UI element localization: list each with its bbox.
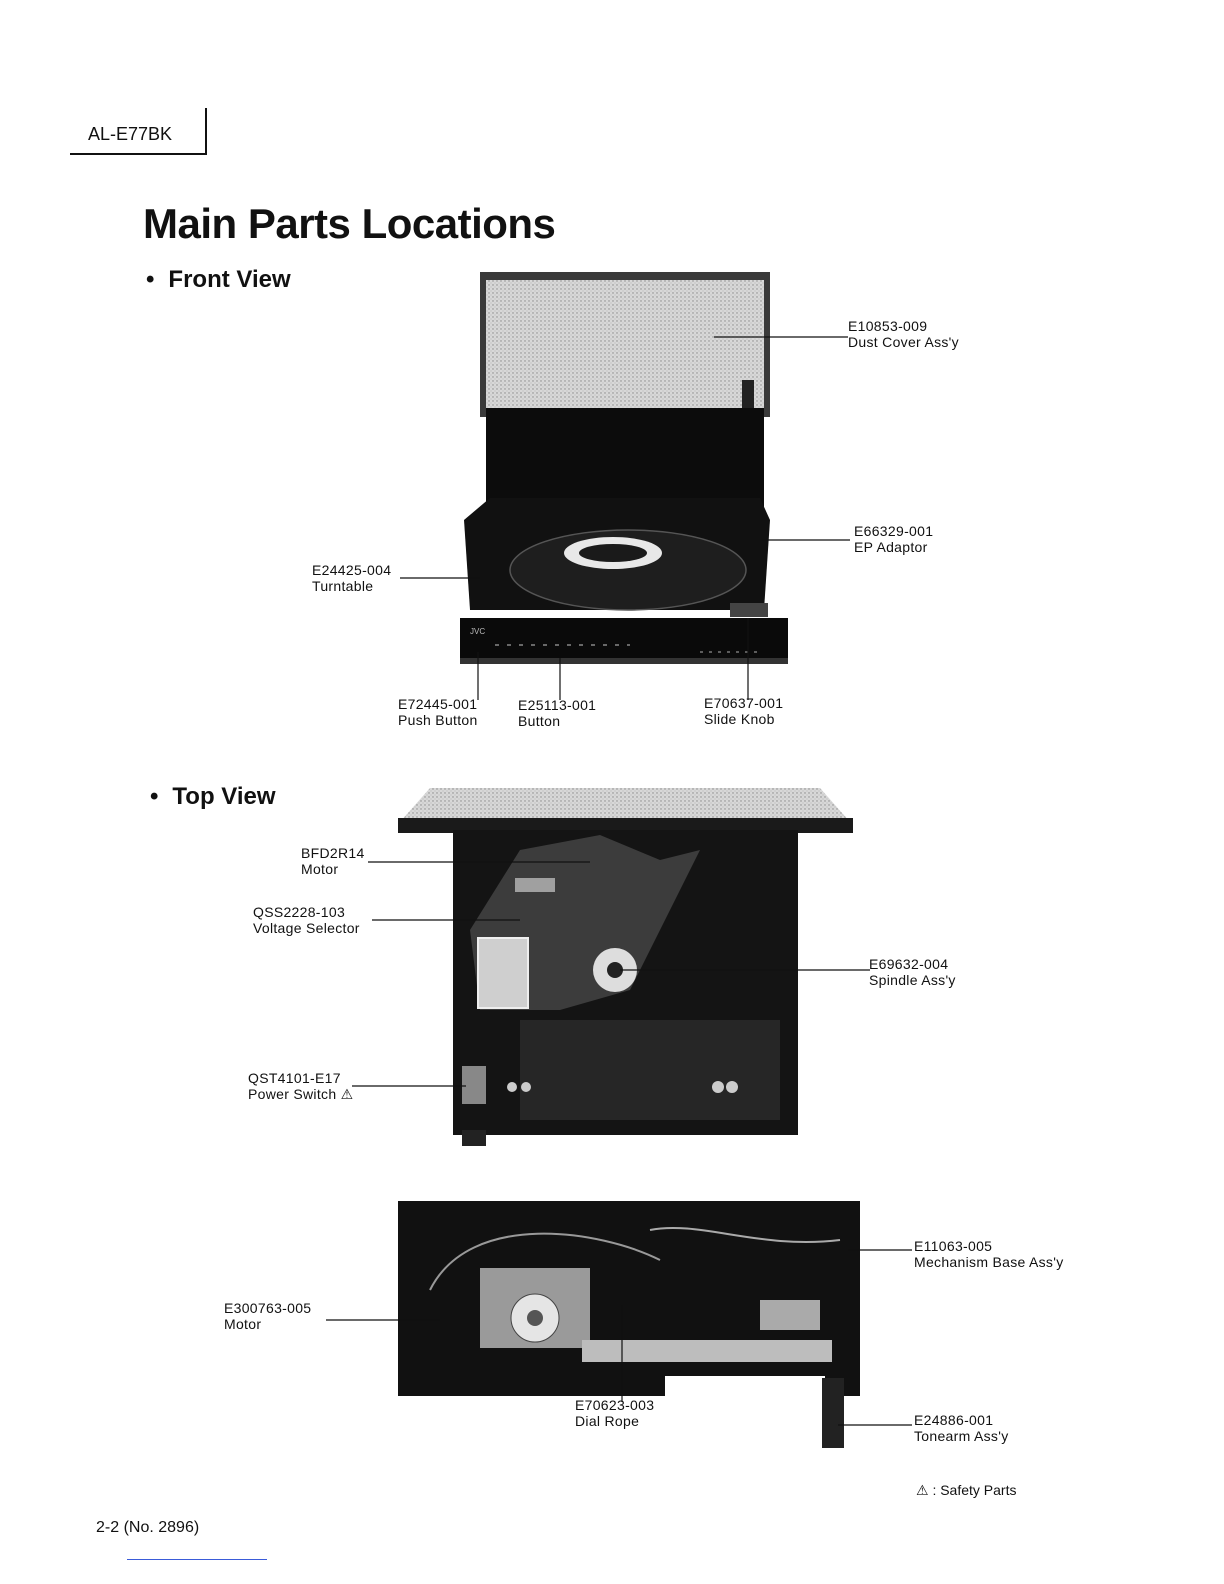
front-view-illustration	[460, 272, 788, 664]
bullet-icon: •	[146, 266, 155, 293]
part-name: Motor	[224, 1316, 262, 1332]
label-power-switch: QST4101-E17 Power Switch ⚠	[248, 1070, 353, 1102]
label-tonearm: E24886-001 Tonearm Ass'y	[914, 1412, 1009, 1444]
header-rule-vertical	[205, 108, 207, 154]
top-view-rail	[398, 818, 853, 833]
label-mech-motor: E300763-005 Motor	[224, 1300, 311, 1332]
part-code: E70637-001	[704, 695, 784, 711]
front-leader-lines	[400, 336, 850, 700]
platter-center	[579, 544, 647, 562]
model-number: AL-E77BK	[88, 124, 173, 144]
page-number: 2-2 (No. 2896)	[96, 1519, 200, 1536]
part-name: Turntable	[312, 578, 374, 594]
label-mechanism-base: E11063-005 Mechanism Base Ass'y	[914, 1238, 1064, 1270]
part-name: Voltage Selector	[253, 920, 360, 936]
part-name: Mechanism Base Ass'y	[914, 1254, 1064, 1270]
label-dust-cover: E10853-009 Dust Cover Ass'y	[848, 318, 959, 350]
part-code: E24425-004	[312, 562, 392, 578]
part-name: Push Button	[398, 712, 478, 728]
part-code: E300763-005	[224, 1300, 312, 1316]
section-front-title: Front View	[168, 266, 291, 293]
part-code: E72445-001	[398, 696, 478, 712]
dial-scale	[582, 1340, 832, 1362]
label-top-motor: BFD2R14 Motor	[301, 845, 365, 877]
part-name: Dial Rope	[575, 1413, 640, 1429]
dust-cover-panel	[486, 280, 764, 408]
part-code: E69632-004	[869, 956, 949, 972]
voltage-selector-block	[477, 937, 529, 1009]
part-name: EP Adaptor	[854, 539, 928, 555]
part-name: Motor	[301, 861, 339, 877]
label-slide-knob: E70637-001 Slide Knob	[704, 695, 783, 727]
part-code: BFD2R14	[301, 845, 365, 861]
bullet-icon: •	[150, 783, 159, 810]
part-code: E66329-001	[854, 523, 934, 539]
mech-leader-lines	[326, 1249, 912, 1426]
footer-underline	[127, 1559, 267, 1560]
front-panel	[460, 618, 788, 662]
tonearm-graphic	[822, 1378, 844, 1448]
label-spindle: E69632-004 Spindle Ass'y	[869, 956, 956, 988]
part-name: Power Switch ⚠	[248, 1086, 354, 1102]
part-code: E24886-001	[914, 1412, 994, 1428]
part-code: E25113-001	[518, 697, 597, 713]
mechanism-illustration	[398, 1201, 860, 1448]
header-rule-horizontal	[70, 153, 207, 155]
top-view-cover	[400, 788, 850, 822]
part-code: QST4101-E17	[248, 1070, 341, 1086]
brand-logo: JVC	[470, 627, 485, 636]
section-front-view: • Front View	[146, 266, 291, 294]
part-name: Slide Knob	[704, 711, 775, 727]
part-name: Button	[518, 713, 561, 729]
mechanism-chassis	[398, 1201, 860, 1396]
label-button: E25113-001 Button	[518, 697, 596, 729]
wiring	[429, 1232, 661, 1291]
section-top-title: Top View	[172, 783, 276, 810]
dust-cover-hinge	[742, 380, 754, 408]
label-turntable: E24425-004 Turntable	[312, 562, 391, 594]
label-ep-adaptor: E66329-001 EP Adaptor	[854, 523, 933, 555]
dust-cover-lower	[486, 408, 764, 508]
part-name: Dust Cover Ass'y	[848, 334, 959, 350]
part-code: E11063-005	[914, 1238, 993, 1254]
part-code: E70623-003	[575, 1397, 655, 1413]
part-name: Spindle Ass'y	[869, 972, 956, 988]
part-code: QSS2228-103	[253, 904, 346, 920]
top-view-illustration	[398, 788, 853, 1146]
page-title: Main Parts Locations	[143, 200, 556, 247]
label-dial-rope: E70623-003 Dial Rope	[575, 1397, 654, 1429]
front-panel-edge	[460, 658, 788, 664]
pcb-area	[520, 1020, 780, 1120]
section-top-view: • Top View	[150, 783, 276, 811]
label-push-button: E72445-001 Push Button	[398, 696, 478, 728]
label-voltage-selector: QSS2228-103 Voltage Selector	[253, 904, 360, 936]
power-switch-graphic	[462, 1066, 486, 1104]
part-code: E10853-009	[848, 318, 928, 334]
top-leader-lines	[352, 861, 870, 1087]
mechanism-cutout	[665, 1376, 825, 1396]
part-name: Tonearm Ass'y	[914, 1428, 1009, 1444]
safety-parts-note: ⚠ : Safety Parts	[916, 1482, 1017, 1498]
slide-knob-graphic	[730, 603, 768, 617]
motor-label-plate	[515, 878, 555, 892]
